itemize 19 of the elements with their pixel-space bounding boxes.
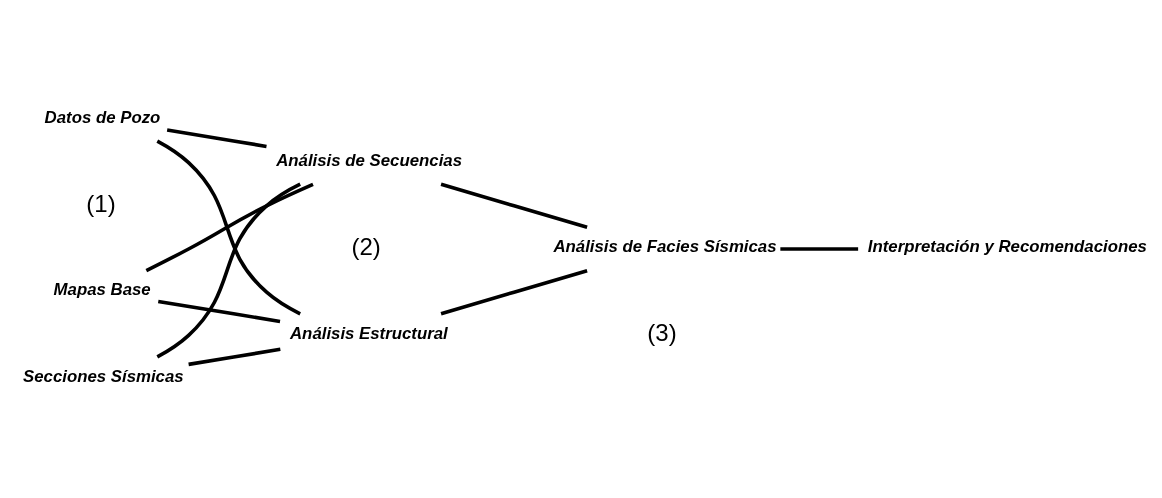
- node-text: Análisis de Facies Sísmicas: [553, 237, 777, 257]
- connector: [156, 139, 301, 316]
- node-text: Datos de Pozo: [44, 107, 161, 127]
- node-text: Análisis de Secuencias: [276, 150, 462, 170]
- connector: [166, 128, 267, 149]
- node-text: Mapas Base: [53, 280, 151, 300]
- label: (1): [86, 189, 116, 217]
- node-text: Secciones Sísmicas: [23, 366, 184, 386]
- connector: [156, 182, 301, 359]
- label: (3): [647, 319, 677, 347]
- connector: [157, 299, 281, 324]
- connector: [780, 247, 859, 251]
- node-text: Análisis Estructural: [290, 323, 448, 343]
- connector: [440, 268, 588, 316]
- node-text: Interpretación y Recomendaciones: [867, 237, 1147, 257]
- connector: [145, 182, 314, 273]
- label: (2): [351, 233, 381, 260]
- connector: [440, 182, 588, 230]
- connector: [188, 347, 281, 367]
